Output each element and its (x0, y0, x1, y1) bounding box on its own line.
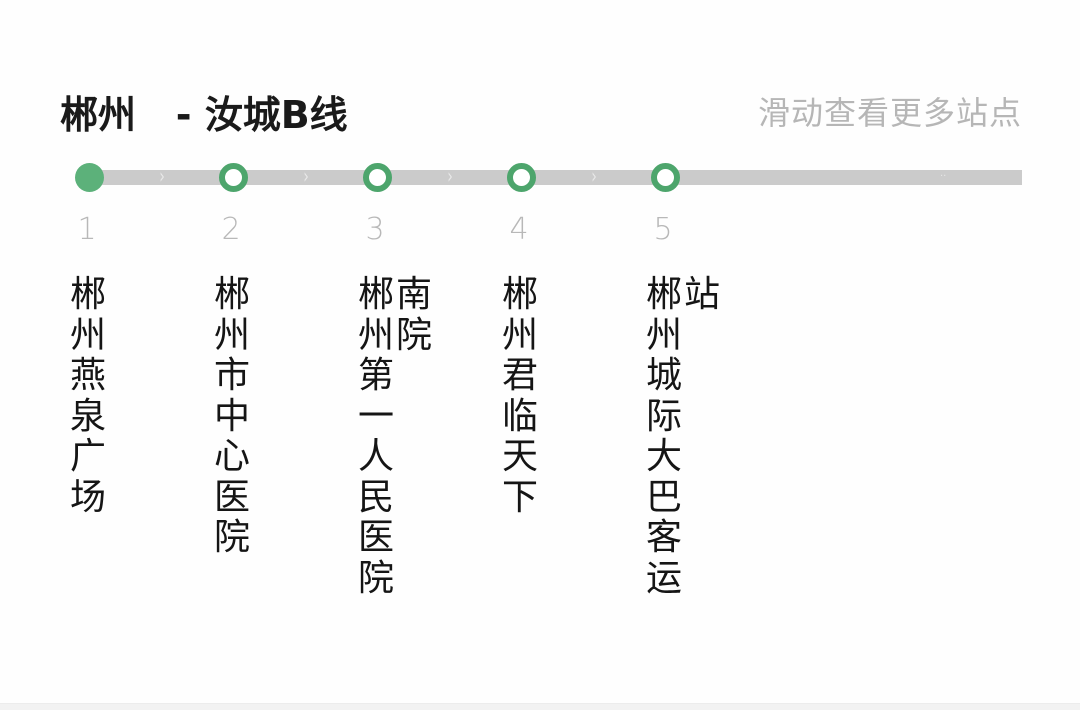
stop-number: 1 (77, 212, 97, 247)
stop-dot-current[interactable] (75, 163, 104, 192)
stop-name-char: 民 (357, 476, 394, 518)
stop-name-char: 院 (395, 314, 432, 356)
stop-name-char: 第 (357, 355, 394, 396)
stop-name-1[interactable]: 郴 州 燕 泉 广 场 (69, 274, 107, 518)
stop-name-column: 郴 州 燕 泉 广 场 (69, 274, 107, 518)
stop-name-char: 州 (501, 314, 538, 356)
stop-name-char: 州 (213, 314, 250, 356)
stop-name-char: 泉 (69, 395, 106, 437)
scroll-hint[interactable]: 滑动查看更多站点 (757, 94, 1022, 132)
chevron-right-icon: › (591, 164, 597, 188)
stop-dot[interactable] (651, 163, 680, 192)
chevron-right-icon: › (159, 164, 165, 188)
stop-name-3[interactable]: 郴 州 第 一 人 民 医 院 南 院 (357, 274, 433, 599)
stop-name-column-overflow: 站 (683, 274, 721, 599)
stop-name-char: 巴 (645, 476, 682, 518)
stop-dot[interactable] (219, 163, 248, 192)
stop-name-char: 中 (213, 395, 250, 437)
chevron-right-icon: › (303, 164, 309, 188)
stop-name-char: 站 (683, 274, 720, 315)
stop-name-char: 大 (645, 436, 682, 477)
stop-number: 5 (653, 212, 673, 247)
chevron-right-icon: › (447, 164, 453, 188)
bottom-divider (0, 703, 1080, 710)
stop-number: 2 (221, 212, 241, 247)
stop-dot[interactable] (507, 163, 536, 192)
stop-name-char: 郴 (357, 274, 394, 315)
stop-name-char: 城 (645, 355, 682, 396)
track-end-icon: ·· (940, 171, 947, 182)
stop-name-char: 人 (357, 436, 394, 477)
stop-name-char: 临 (501, 395, 538, 437)
stop-name-char: 际 (645, 395, 682, 437)
stop-name-char: 广 (69, 436, 106, 477)
stop-name-column-overflow: 南 院 (395, 274, 433, 599)
stop-name-char: 院 (357, 557, 394, 599)
stop-name-char: 南 (395, 274, 432, 315)
stop-name-char: 医 (213, 476, 250, 518)
stop-name-char: 郴 (501, 274, 538, 315)
stop-name-char: 医 (357, 517, 394, 558)
stop-name-column: 郴 州 君 临 天 下 (501, 274, 539, 518)
stop-name-char: 郴 (213, 274, 250, 315)
stop-name-char: 燕 (69, 355, 106, 396)
stop-name-4[interactable]: 郴 州 君 临 天 下 (501, 274, 539, 518)
stop-name-char: 市 (213, 355, 250, 396)
stop-name-char: 心 (213, 436, 250, 477)
stop-name-char: 场 (69, 476, 106, 518)
stop-number: 4 (509, 212, 529, 247)
route-track[interactable] (88, 170, 1022, 185)
stop-name-char: 君 (501, 355, 538, 396)
stop-name-char: 客 (645, 517, 682, 558)
stop-name-char: 天 (501, 436, 538, 477)
stop-name-char: 州 (645, 314, 682, 356)
stop-name-char: 州 (357, 314, 394, 356)
line-title: 郴州 - 汝城B线 (60, 93, 348, 137)
stop-name-char: 下 (501, 476, 538, 518)
stop-name-char: 州 (69, 314, 106, 356)
stop-number: 3 (365, 212, 385, 247)
stop-name-column: 郴 州 第 一 人 民 医 院 (357, 274, 395, 599)
stop-name-2[interactable]: 郴 州 市 中 心 医 院 (213, 274, 251, 559)
stop-name-char: 郴 (69, 274, 106, 315)
stop-name-5[interactable]: 郴 州 城 际 大 巴 客 运 站 (645, 274, 721, 599)
stop-name-column: 郴 州 城 际 大 巴 客 运 (645, 274, 683, 599)
stop-dot[interactable] (363, 163, 392, 192)
stop-name-char: 院 (213, 517, 250, 558)
stop-name-char: 运 (645, 557, 682, 599)
stop-name-column: 郴 州 市 中 心 医 院 (213, 274, 251, 559)
stop-name-char: 一 (357, 395, 394, 437)
stop-name-char: 郴 (645, 274, 682, 315)
